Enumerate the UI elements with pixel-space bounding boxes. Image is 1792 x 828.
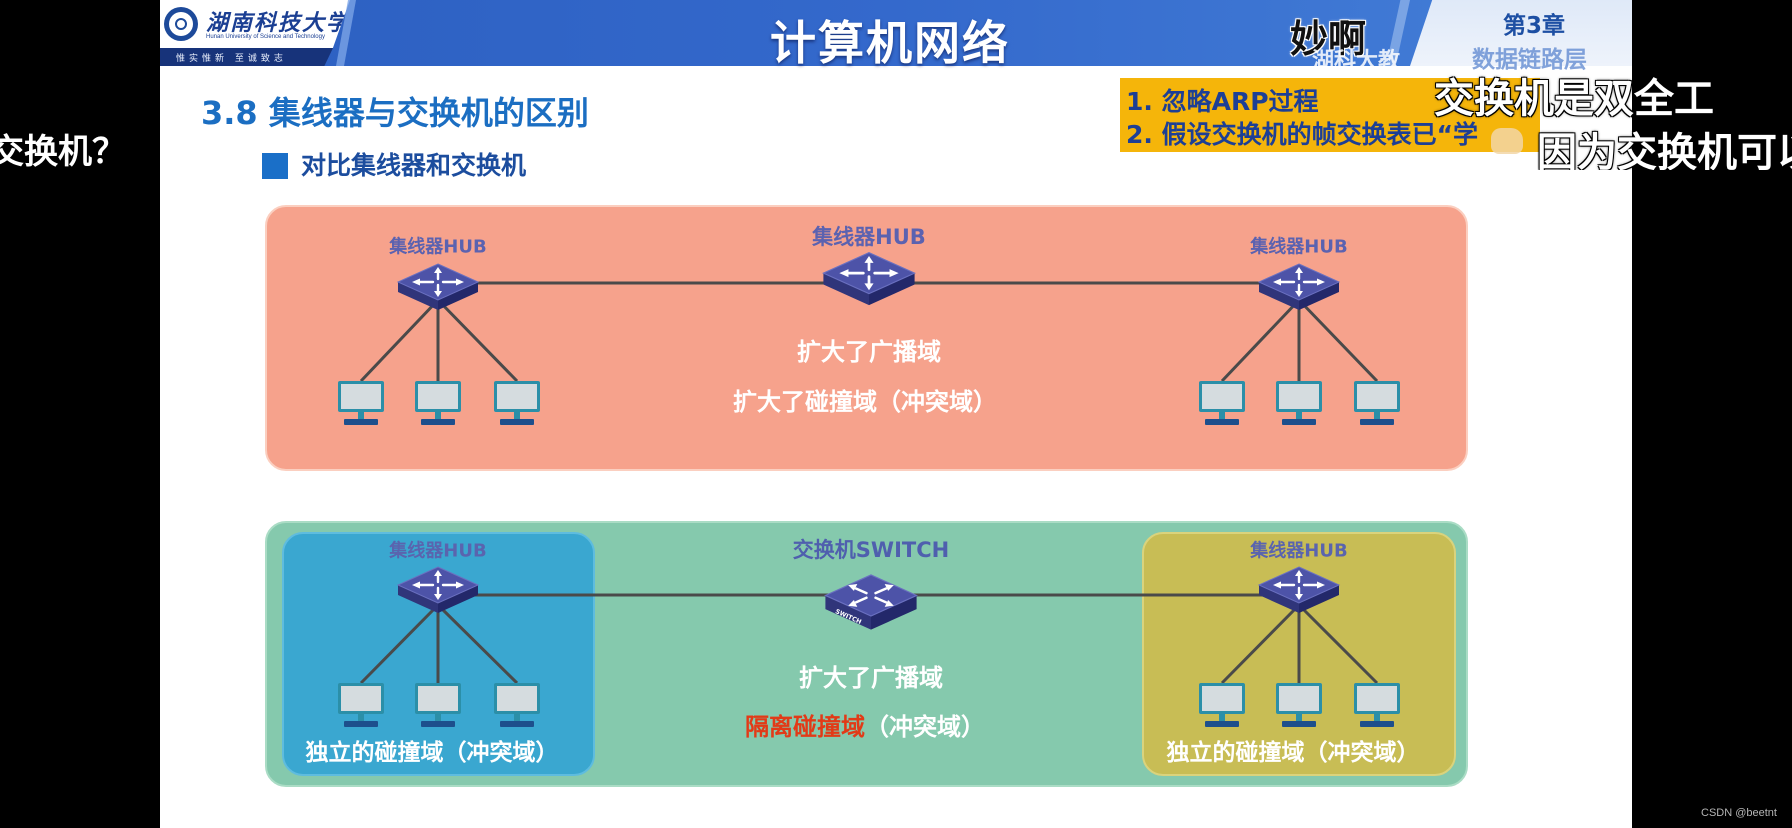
slide: 湖南科技大学 Hunan University of Science and T… (160, 0, 1632, 828)
pc-link (1297, 603, 1379, 685)
pc-link (1220, 603, 1301, 685)
collision-isolation-text: 隔离碰撞域（冲突域） (745, 713, 985, 741)
slide-header: 湖南科技大学 Hunan University of Science and T… (160, 0, 1632, 73)
pc-link (436, 603, 519, 685)
subsection-title: 对比集线器和交换机 (301, 151, 527, 180)
chapter-name: 数据链路层 (1472, 47, 1587, 73)
csdn-watermark: CSDN @beetnt (1701, 807, 1777, 819)
chapter-panel (1410, 0, 1632, 66)
collision-domain-text: 扩大了碰撞域（冲突域） (733, 388, 997, 416)
hub-label-left: 集线器HUB (388, 540, 486, 562)
hub-label-center: 集线器HUB (811, 225, 926, 249)
hub-label-right: 集线器HUB (1249, 236, 1347, 258)
hub-label-left: 集线器HUB (388, 236, 486, 258)
broadcast-domain-text: 扩大了广播域 (797, 338, 941, 366)
assumption-note: 1. 忽略ARP过程 2. 假设交换机的帧交换表已“学 (1120, 78, 1540, 154)
logo-name: 湖南科技大学 (206, 10, 351, 36)
hub-diagram-panel (265, 205, 1468, 471)
switch-label: 交换机SWITCH (793, 538, 949, 562)
isolated-collision-label: 隔离碰撞域 (745, 713, 865, 741)
collision-domain-suffix: （冲突域） (865, 713, 985, 741)
danmaku-left-clip: 交换机？ (0, 122, 150, 170)
note-item: 2. 假设交换机的帧交换表已“学 (1126, 120, 1479, 149)
logo-name-en: Hunan University of Science and Technolo… (206, 34, 325, 40)
section-title: 3.8 集线器与交换机的区别 (201, 94, 589, 132)
university-seal-icon (164, 7, 198, 41)
note-item: 1. 忽略ARP过程 (1126, 87, 1319, 116)
chapter-number: 第3章 (1503, 13, 1566, 39)
switch-icon: SWITCH (824, 574, 918, 630)
hub-label-right: 集线器HUB (1249, 540, 1347, 562)
pc-link (436, 298, 519, 383)
motto-strip: 惟实惟新 至诚致志 (160, 48, 333, 66)
broadcast-domain-text: 扩大了广播域 (799, 664, 943, 692)
motto: 惟实惟新 至诚致志 (176, 54, 287, 64)
thumbs-up-emoji (1491, 128, 1523, 154)
network-diagrams: 集线器HUB 集线器HUB 集线器HUB 扩大了广播域 扩大了碰撞域（冲突域） (265, 205, 1468, 787)
university-logo: 湖南科技大学 Hunan University of Science and T… (160, 0, 350, 48)
hub-diagram: 集线器HUB 集线器HUB 集线器HUB 扩大了广播域 扩大了碰撞域（冲突域） (265, 205, 1468, 471)
course-title: 计算机网络 (770, 16, 1010, 70)
pc-link (1297, 298, 1379, 383)
danmaku-comment: 交换机？ (0, 132, 126, 170)
pc-link (1220, 298, 1301, 383)
left-domain-text: 独立的碰撞域（冲突域） (306, 739, 559, 766)
bullet-square-icon (262, 153, 288, 179)
switch-diagram: SWITCH 集线器HUB 交换机SWITCH 集线器HUB 扩大了广播域 隔离… (265, 521, 1468, 787)
right-domain-text: 独立的碰撞域（冲突域） (1167, 739, 1420, 766)
pc-link (359, 603, 440, 685)
pc-link (359, 298, 440, 383)
